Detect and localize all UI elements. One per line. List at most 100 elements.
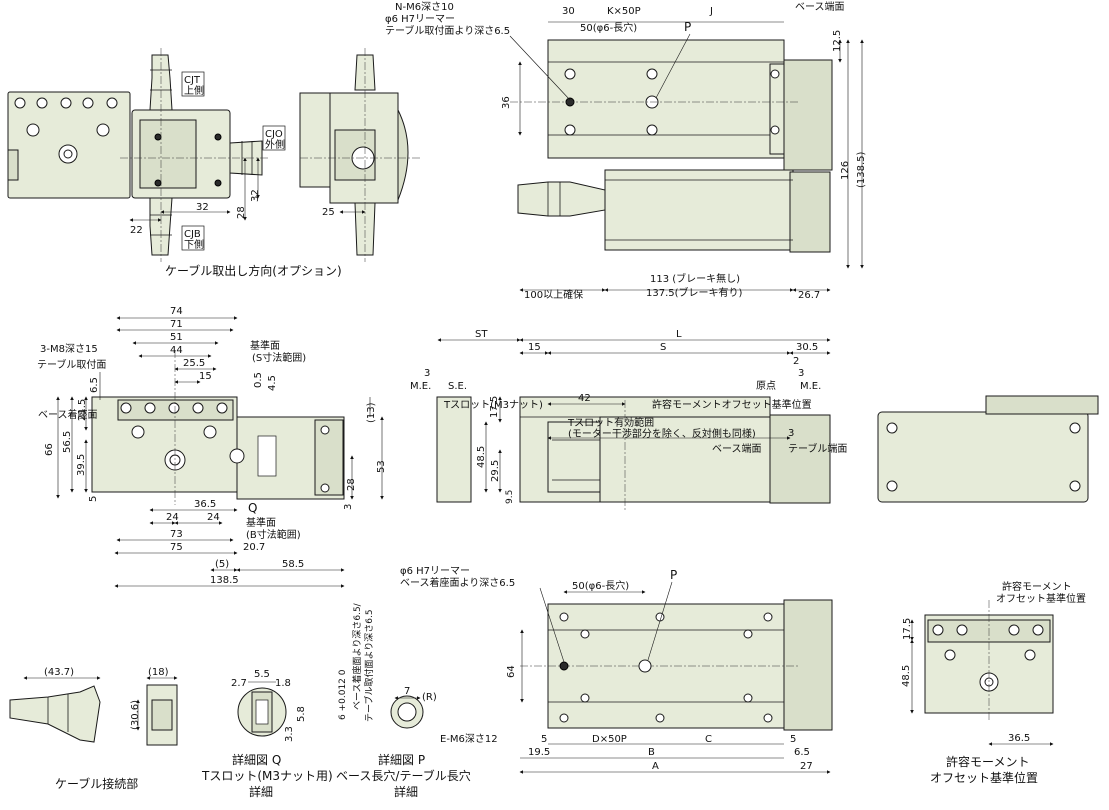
detail-p-dim-7: 7: [404, 686, 410, 697]
top-dim-26-7: 26.7: [798, 290, 820, 301]
side-dim-29-5: 29.5: [490, 460, 501, 482]
end-dim-53: 53: [376, 460, 387, 473]
end-dim-73: 73: [170, 529, 183, 540]
detail-q-dim-5-5: 5.5: [254, 669, 270, 680]
end-dim-6-5: 6.5: [89, 377, 100, 393]
end-dim-138-5: 138.5: [210, 575, 239, 586]
offset-view: 許容モーメント オフセット基準位置 17.5 48.5 36.5 許容モーメント…: [877, 395, 1099, 785]
bottom-view: φ6 H7リーマー ベース着座面より深さ6.5 50(φ6-長穴) P 64 E…: [400, 566, 833, 774]
end-m8: 3-M8深さ15: [40, 343, 98, 355]
bottom-dim-19-5: 19.5: [528, 747, 550, 758]
end-dim-5: 5: [88, 496, 99, 502]
end-view: 74 71 51 44 25.5 15 3-M8深さ15 テーブル取付面 基準面…: [37, 306, 387, 588]
dim-32a: 32: [196, 202, 209, 213]
dim-28: 28: [236, 206, 247, 219]
end-dim-44: 44: [170, 345, 183, 356]
side-dim-9-5: 9.5: [505, 490, 515, 504]
side-me-right: M.E.: [800, 381, 821, 392]
caption-offset-2: オフセット基準位置: [930, 770, 1038, 785]
side-t-slot: Tスロット(M3ナット): [443, 399, 543, 411]
bottom-dim-a: A: [652, 761, 659, 772]
bottom-dim-d50p: D×50P: [592, 734, 627, 745]
side-dim-3c: 3: [788, 428, 794, 439]
bottom-reamer-2: ベース着座面より深さ6.5: [400, 576, 515, 589]
side-dim-42: 42: [578, 393, 591, 404]
detail-p-v2: テーブル取付面より深さ6.5: [363, 609, 375, 722]
top-dim-126: 126: [840, 161, 851, 180]
caption-detail-p-1: 詳細図 P: [378, 752, 425, 767]
bottom-dim-5a: 5: [541, 734, 547, 745]
end-dim-20-7: 20.7: [243, 542, 265, 553]
cjb-sub-label: 下側: [184, 238, 204, 251]
end-table-mount: テーブル取付面: [37, 358, 106, 371]
end-dim-21-5: 21.5: [77, 399, 88, 421]
top-dim-113: 113 (ブレーキ無し): [650, 272, 740, 285]
end-dim-75: 75: [170, 542, 183, 553]
bottom-dim-5b: 5: [790, 734, 796, 745]
end-base-mount: ベース着座面: [38, 408, 98, 421]
top-p-label: P: [684, 20, 691, 34]
connector-dim-30-6: (30.6): [130, 700, 141, 730]
bottom-p-label: P: [670, 568, 677, 582]
side-base-end: ベース端面: [712, 442, 762, 455]
end-dim-3: 3: [343, 504, 354, 510]
top-dim-30: 30: [562, 6, 575, 17]
top-dim-138-5: (138.5): [856, 151, 867, 188]
cjt-label: CJT: [184, 75, 201, 86]
top-dim-100: 100以上確保: [524, 288, 583, 301]
side-dim-3a: 3: [798, 368, 804, 379]
side-se: S.E.: [448, 381, 467, 392]
bottom-dim-64: 64: [506, 665, 517, 678]
cable-connector-view: (43.7) (18) (30.6) ケーブル接続部: [9, 667, 178, 791]
bottom-slot-50: 50(φ6-長穴): [572, 579, 629, 592]
connector-dim-43-7: (43.7): [44, 667, 74, 678]
top-dim-j: J: [709, 6, 713, 17]
dim-22: 22: [130, 225, 143, 236]
end-dim-71: 71: [170, 319, 183, 330]
end-dim-66: 66: [44, 443, 55, 456]
end-dim-56-5: 56.5: [62, 431, 73, 453]
offset-label-2: オフセット基準位置: [996, 592, 1086, 605]
dim-25: 25: [322, 207, 335, 218]
side-dim-17-5: 17.5: [489, 396, 500, 418]
end-dim-24b: 24: [207, 512, 220, 523]
side-origin: 原点: [756, 380, 776, 392]
detail-p-view: 7 (R) 6 +0.012 0 ベース着座面より深さ6.5/ テーブル取付面よ…: [336, 602, 471, 799]
detail-q-dim-1-8: 1.8: [275, 678, 291, 689]
caption-offset-1: 許容モーメント: [946, 754, 1030, 769]
caption-detail-p-2: ベース長穴/テーブル長穴: [336, 768, 471, 783]
side-dim-2: 2: [793, 356, 799, 367]
connector-dim-18: (18): [148, 667, 169, 678]
offset-dim-17-5: 17.5: [902, 618, 913, 640]
end-dim-36-5: 36.5: [194, 499, 216, 510]
caption-detail-q-2: Tスロット(M3ナット用): [201, 769, 333, 783]
offset-dim-48-5: 48.5: [901, 665, 912, 687]
end-dim-58-5: 58.5: [282, 559, 304, 570]
end-dim-39-5: 39.5: [76, 454, 87, 476]
side-s: S: [660, 342, 666, 353]
bottom-dim-c: C: [705, 734, 712, 745]
end-dim-25-5: 25.5: [183, 358, 205, 369]
detail-q-view: 5.5 2.7 1.8 5.8 3.3 詳細図 Q Tスロット(M3ナット用) …: [201, 669, 333, 799]
top-dim-137-5: 137.5(ブレーキ有り): [646, 286, 743, 299]
end-dim-13: (13): [366, 402, 377, 423]
side-moment-offset: 許容モーメントオフセット基準位置: [652, 398, 812, 411]
detail-q-dim-2-7: 2.7: [231, 678, 247, 689]
end-dim-5p: (5): [215, 559, 229, 570]
cjt-sub-label: 上側: [184, 84, 204, 97]
offset-dim-36-5: 36.5: [1008, 733, 1030, 744]
dim-32b: 32: [250, 189, 261, 202]
caption-cable-direction: ケーブル取出し方向(オプション): [165, 263, 342, 278]
top-dim-36: 36: [501, 96, 512, 109]
detail-p-tol: 6 +0.012 0: [338, 669, 348, 720]
side-st: ST: [475, 329, 488, 340]
detail-q-dim-3-3: 3.3: [284, 726, 295, 742]
top-reamer-1: φ6 H7リーマー: [385, 14, 455, 25]
end-ref-s-2: (S寸法範囲): [252, 351, 306, 364]
caption-detail-q-1: 詳細図 Q: [232, 752, 281, 767]
top-n-m6: N-M6深さ10: [395, 1, 454, 13]
end-dim-74: 74: [170, 306, 183, 317]
side-dim-15: 15: [528, 342, 541, 353]
cjb-label: CJB: [184, 229, 201, 240]
